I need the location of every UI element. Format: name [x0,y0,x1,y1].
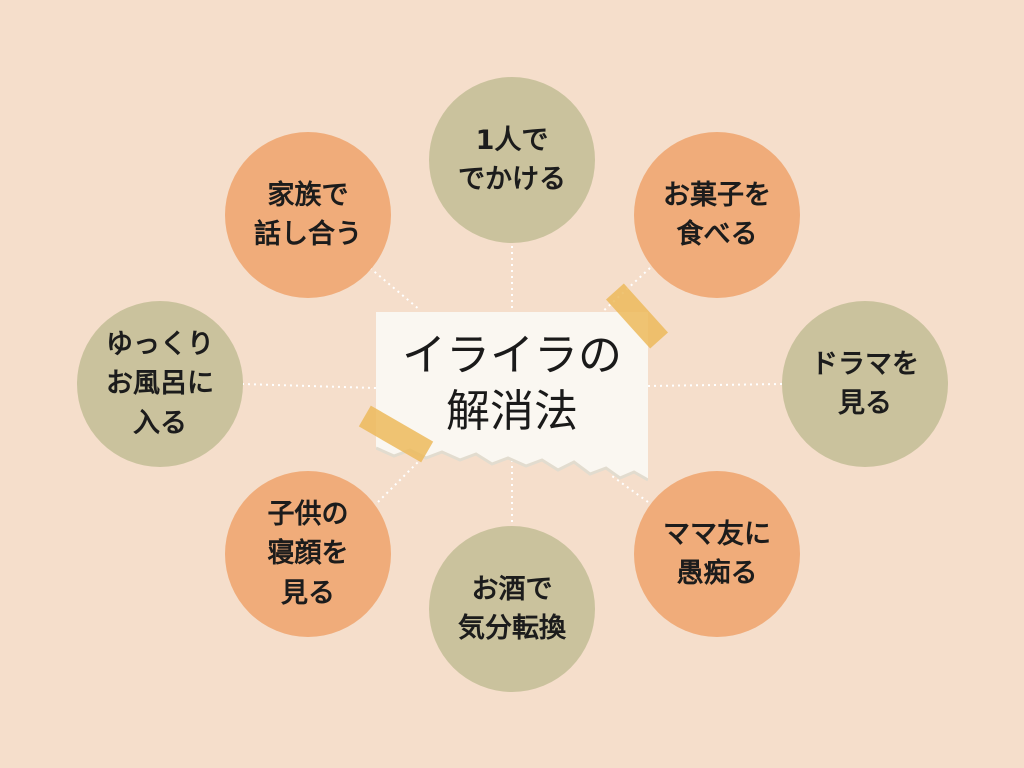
node-left: ゆっくり お風呂に 入る [77,301,243,467]
center-title: イライラの 解消法 [402,330,622,438]
node-right: ドラマを 見る [782,301,948,467]
connector-lower-left [377,459,421,503]
node-top: 1人で でかける [429,77,595,243]
connector-right [647,383,783,387]
connector-lower-right [611,475,649,503]
center-paper-note: イライラの 解消法 [358,283,668,482]
connector-left [241,383,377,389]
node-lower-left: 子供の 寝顔を 見る [225,471,391,637]
connector-upper-left [369,267,421,311]
node-upper-right: お菓子を 食べる [634,132,800,298]
node-upper-left: 家族で 話し合う [225,132,391,298]
node-lower-right: ママ友に 愚痴る [634,471,800,637]
node-bottom: お酒で 気分転換 [429,526,595,692]
